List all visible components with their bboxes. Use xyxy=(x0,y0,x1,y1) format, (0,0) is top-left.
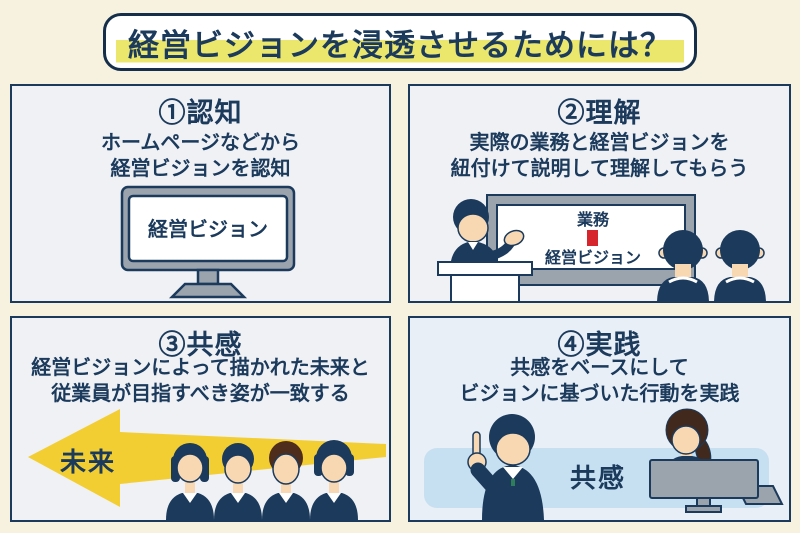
description-line: 経営ビジョンによって描かれた未来と xyxy=(31,357,370,379)
description-line: 共感をベースにして xyxy=(510,357,689,379)
pointing-man-figure xyxy=(467,414,544,520)
description-line: 従業員が目指すべき姿が一致する xyxy=(51,383,350,405)
page-title: 経営ビジョンを浸透させるためには？ xyxy=(116,19,684,65)
future-arrow-label: 未来 xyxy=(60,447,116,477)
description-line: 紐付けて説明して理解してもらう xyxy=(450,158,749,180)
woman-at-computer-figure xyxy=(649,408,784,513)
monitor-screen-label: 経営ビジョン xyxy=(148,217,268,241)
monitor-icon: 経営ビジョン xyxy=(120,185,296,299)
desktop-monitor-icon xyxy=(649,459,759,513)
panel-recognition-heading: ①認知 xyxy=(158,98,243,128)
audience-figure xyxy=(657,230,709,301)
recognition-illustration: 経営ビジョン xyxy=(120,185,296,299)
podium-icon xyxy=(437,261,533,301)
employee-figure-1 xyxy=(166,443,214,520)
understanding-illustration: 業務 経営ビジョン xyxy=(437,194,766,301)
panel-practice-heading: ④実践 xyxy=(557,330,642,360)
panel-understanding: ②理解 実際の業務と経営ビジョンを 紐付けて説明して理解してもらう 業務 経営ビ… xyxy=(408,84,791,303)
empathy-band-label: 共感 xyxy=(570,463,626,493)
description-line: 経営ビジョンを認知 xyxy=(110,158,291,180)
description-line: ビジョンに基づいた行動を実践 xyxy=(459,383,740,405)
description-line: 実際の業務と経営ビジョンを xyxy=(469,132,730,154)
panel-empathy: ③共感 経営ビジョンによって描かれた未来と 従業員が目指すべき姿が一致する 未来 xyxy=(10,316,391,522)
panel-understanding-description: 実際の業務と経営ビジョンを 紐付けて説明して理解してもらう xyxy=(410,130,789,182)
panel-practice: ④実践 共感をベースにして ビジョンに基づいた行動を実践 共感 xyxy=(408,316,791,522)
employee-figure-2 xyxy=(214,443,262,520)
empathy-illustration: 未来 xyxy=(28,409,386,520)
title-banner: 経営ビジョンを浸透させるためには？ xyxy=(103,13,697,71)
employee-figure-3 xyxy=(262,441,310,520)
whiteboard-bottom-label: 経営ビジョン xyxy=(545,248,641,267)
practice-illustration: 共感 xyxy=(424,408,784,520)
panel-understanding-heading: ②理解 xyxy=(557,98,642,128)
whiteboard-top-label: 業務 xyxy=(576,210,610,229)
audience-figure xyxy=(714,230,766,301)
panel-empathy-heading: ③共感 xyxy=(158,330,243,360)
employee-figure-4 xyxy=(310,440,358,520)
panel-empathy-description: 経営ビジョンによって描かれた未来と 従業員が目指すべき姿が一致する xyxy=(12,355,389,407)
panel-practice-description: 共感をベースにして ビジョンに基づいた行動を実践 xyxy=(410,355,789,407)
panel-recognition-description: ホームページなどから 経営ビジョンを認知 xyxy=(12,130,389,182)
panel-recognition: ①認知 ホームページなどから 経営ビジョンを認知 経営ビジョン xyxy=(10,84,391,303)
description-line: ホームページなどから xyxy=(101,132,300,154)
link-bar-icon xyxy=(587,230,598,246)
whiteboard-icon: 業務 経営ビジョン xyxy=(486,194,696,286)
